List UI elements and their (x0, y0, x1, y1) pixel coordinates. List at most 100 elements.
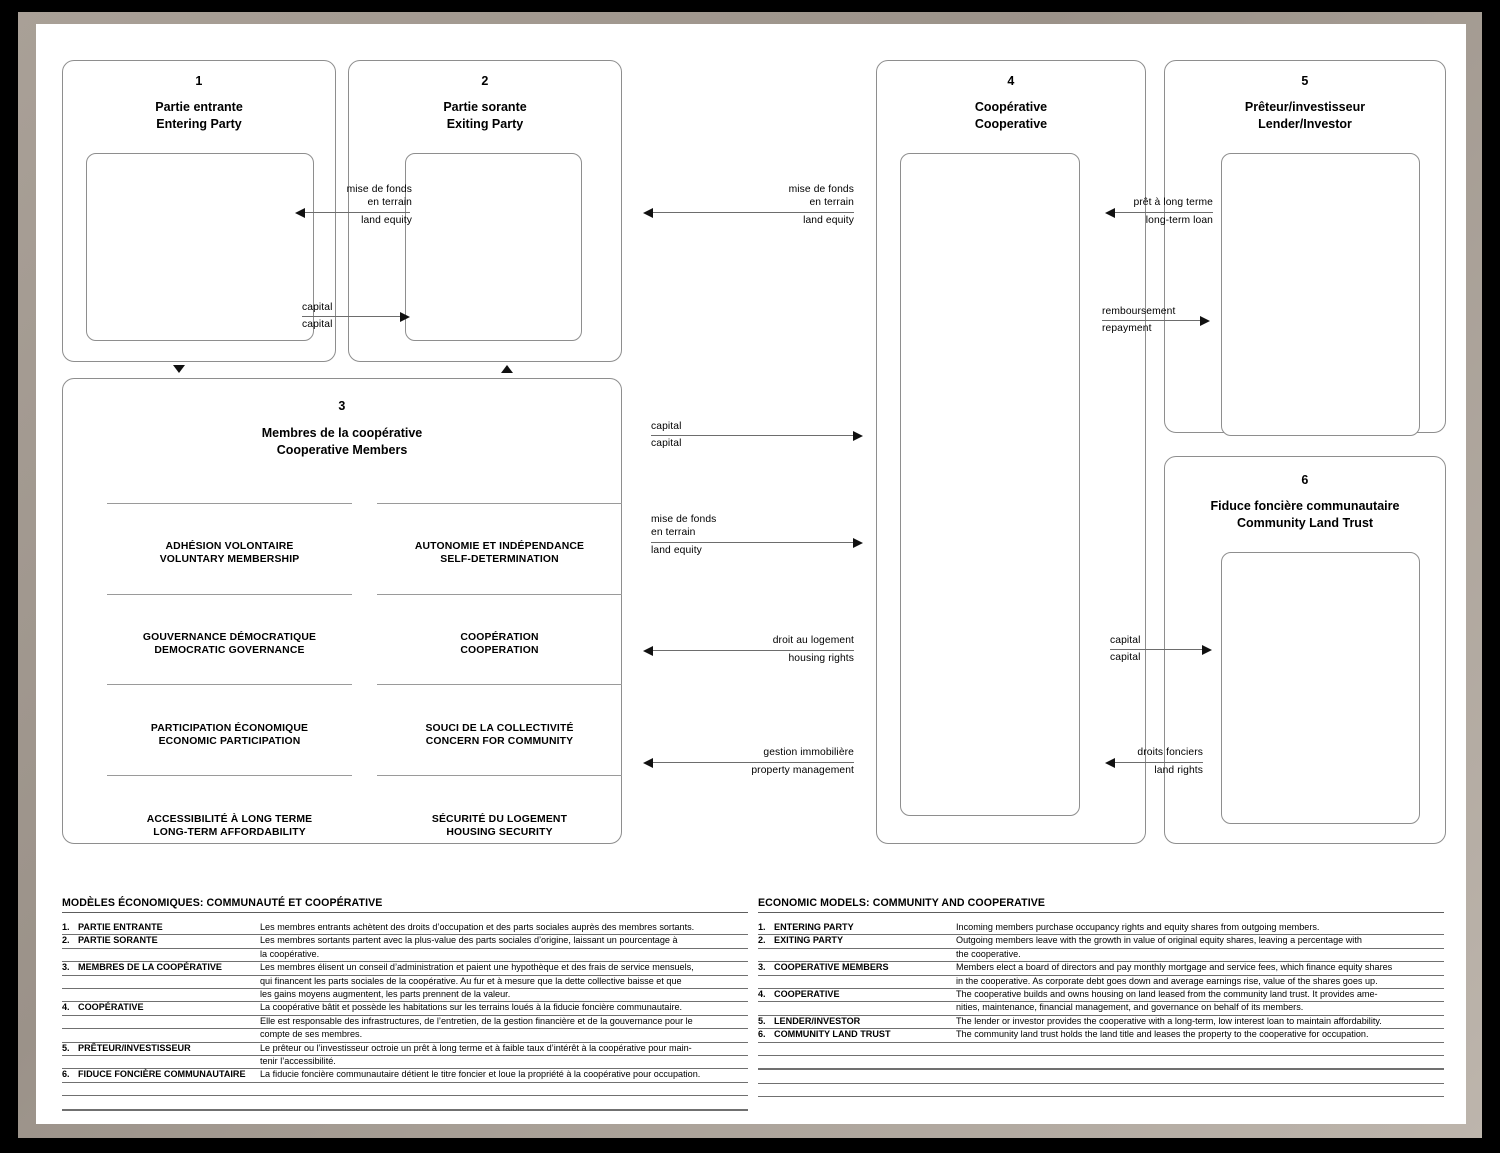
legend-row: les gains moyens augmentent, les parts p… (62, 988, 748, 1003)
principle-label-fr: AUTONOMIE ET INDÉPENDANCE (414, 541, 585, 552)
box-lender-investor[interactable]: 5 Prêteur/investisseur Lender/Investor (1164, 60, 1446, 436)
legend-row: Elle est responsable des infrastructures… (62, 1015, 748, 1030)
legend-row-number: 3. (758, 961, 774, 976)
principle-label-fr: ADHÉSION VOLONTAIRE (165, 541, 294, 552)
principle-cell: ACCESSIBILITÉ À LONG TERME LONG-TERM AFF… (107, 813, 352, 839)
legend-row-number: 4. (62, 1001, 78, 1016)
flow-label-f7-fr-line1: mise de fonds (651, 514, 717, 525)
legend-row-description: The community land trust holds the land … (956, 1028, 1444, 1043)
flow-arrow-property-management-cooperative-to-members (643, 757, 854, 768)
box-1-inner-panel (86, 153, 314, 341)
flow-label-f7-fr-line2: en terrain (651, 527, 696, 538)
box-3-title-en: Cooperative Members (276, 443, 408, 457)
legend-blank-cell (758, 1055, 774, 1071)
flow-arrow-capital-cooperative-to-landtrust (1110, 644, 1212, 655)
flow-label-f2-fr: capital (302, 302, 333, 313)
legend-row-description: Elle est responsable des infrastructures… (260, 1015, 748, 1030)
legend-row-title: PARTIE SORANTE (78, 934, 260, 949)
legend-french: MODÈLES ÉCONOMIQUES: COMMUNAUTÉ ET COOPÉ… (62, 897, 748, 1111)
legend-row-description: in the cooperative. As corporate debt go… (956, 975, 1444, 990)
legend-row-title (78, 1028, 260, 1043)
legend-row: compte de ses membres. (62, 1028, 748, 1043)
legend-row-title (78, 948, 260, 963)
box-4-inner-panel (900, 153, 1080, 816)
box-3-title-fr: Membres de la coopérative (261, 426, 423, 440)
legend-row-description: compte de ses membres. (260, 1028, 748, 1043)
flow-label-f9-en: property management (751, 765, 854, 776)
legend-row-title: COMMUNITY LAND TRUST (774, 1028, 956, 1043)
legend-blank-cell (758, 1069, 774, 1084)
legend-blank-cell (956, 1069, 1444, 1084)
legend-blank-cell (774, 1055, 956, 1071)
legend-row-number (62, 1028, 78, 1043)
legend-blank-row (758, 1069, 1444, 1084)
legend-row-description: Outgoing members leave with the growth i… (956, 934, 1444, 949)
flow-label-f11-en: land rights (1154, 765, 1203, 776)
legend-row-description: Les membres entrants achètent des droits… (260, 922, 748, 936)
principle-cell: SÉCURITÉ DU LOGEMENT HOUSING SECURITY (377, 813, 622, 839)
flow-label-f6-en: capital (651, 438, 682, 449)
legend-row-title: PRÊTEUR/INVESTISSEUR (78, 1042, 260, 1057)
principle-label-fr: SÉCURITÉ DU LOGEMENT (431, 814, 568, 825)
principle-cell: PARTICIPATION ÉCONOMIQUE ECONOMIC PARTIC… (107, 722, 352, 748)
legend-blank-cell (260, 1095, 748, 1111)
principle-label-fr: PARTICIPATION ÉCONOMIQUE (150, 723, 309, 734)
legend-row-title (78, 1015, 260, 1030)
flow-label-f1-fr: mise de fonds en terrain (280, 183, 412, 209)
flow-label-f3-en: land equity (803, 215, 854, 226)
flow-label-f1-fr-line1: mise de fonds (346, 184, 412, 195)
box-5-number: 5 (1301, 74, 1309, 88)
flow-arrow-capital-entering-to-exiting (302, 311, 410, 322)
legend-row-number (62, 1015, 78, 1030)
flow-label-f8-fr: droit au logement (772, 635, 854, 646)
legend-row-description: les gains moyens augmentent, les parts p… (260, 988, 748, 1003)
legend-blank-row (758, 1042, 1444, 1057)
flow-arrow-housing-rights-cooperative-to-members (643, 645, 854, 656)
box-6-inner-panel (1221, 552, 1420, 824)
principle-label-en: HOUSING SECURITY (446, 827, 553, 838)
legend-row-number (62, 948, 78, 963)
box-5-title-fr: Prêteur/investisseur (1244, 100, 1366, 114)
principle-cell: COOPÉRATION COOPERATION (377, 631, 622, 657)
legend-row-description: La coopérative bâtit et possède les habi… (260, 1001, 748, 1016)
legend-blank-row (758, 1055, 1444, 1071)
box-6-title-en: Community Land Trust (1236, 516, 1374, 530)
legend-row-title (78, 975, 260, 990)
flow-label-f1-fr-line2: en terrain (367, 197, 412, 208)
box-1-title-en: Entering Party (156, 117, 242, 131)
legend-row-number: 2. (758, 934, 774, 949)
legend-blank-cell (758, 1083, 774, 1098)
legend-row-title (774, 1001, 956, 1016)
legend-row-description: la coopérative. (260, 948, 748, 963)
box-cooperative[interactable]: 4 Coopérative Cooperative (876, 60, 1146, 844)
box-exiting-party[interactable]: 2 Partie sorante Exiting Party (348, 60, 622, 362)
connector-arrow-down-box1-to-box3 (173, 365, 185, 373)
box-cooperative-members[interactable]: 3 Membres de la coopérative Cooperative … (62, 378, 622, 844)
legend-row-number (62, 975, 78, 990)
legend-blank-cell (78, 1082, 260, 1097)
box-6-number: 6 (1301, 473, 1309, 487)
legend-english: ECONOMIC MODELS: COMMUNITY AND COOPERATI… (758, 897, 1444, 1098)
legend-row-number (62, 988, 78, 1003)
flow-label-f3-fr-line2: en terrain (809, 197, 854, 208)
principle-label-fr: ACCESSIBILITÉ À LONG TERME (146, 814, 313, 825)
legend-row-description: The lender or investor provides the coop… (956, 1015, 1444, 1030)
legend-row-description: The cooperative builds and owns housing … (956, 988, 1444, 1003)
flow-arrow-capital-members-to-cooperative (651, 430, 863, 441)
legend-row: nities, maintenance, financial managemen… (758, 1001, 1444, 1016)
principle-label-en: COOPERATION (460, 645, 539, 656)
box-entering-party[interactable]: 1 Partie entrante Entering Party (62, 60, 336, 362)
flow-arrow-land-equity-cooperative-to-exiting (643, 207, 854, 218)
connector-arrow-up-box3-to-box2 (501, 365, 513, 373)
box-4-title-fr: Coopérative (974, 100, 1048, 114)
box-4-number: 4 (1007, 74, 1015, 88)
box-2-number: 2 (481, 74, 489, 88)
legend-row-description: Les membres sortants partent avec la plu… (260, 934, 748, 949)
